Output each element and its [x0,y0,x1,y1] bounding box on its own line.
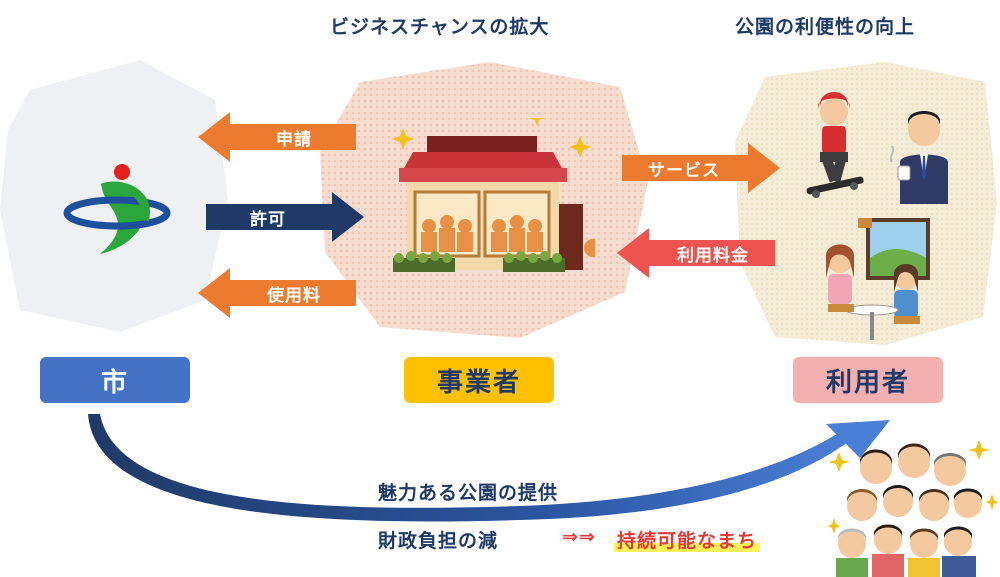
value-flow-arrow [88,414,890,522]
heading-park-convenience: 公園の利便性の向上 [735,16,916,38]
city-logo-icon [63,164,171,254]
role-user: 利用者 [793,357,943,403]
implies-arrows: ⇒⇒ [562,526,596,548]
heading-business-chance: ビジネスチャンスの拡大 [330,16,550,38]
attractive-park-text: 魅力ある公園の提供 [378,482,559,504]
arrow-label-application: 申請 [276,129,312,150]
arrow-application [198,112,356,162]
shop-illustration [392,118,595,272]
arrow-service [622,143,780,193]
arrow-label-permission: 許可 [250,209,286,230]
sustainable-city-text: 持続可能なまち [614,526,761,553]
role-operator: 事業者 [404,357,554,403]
businessman-illustration [889,111,948,204]
arrow-permission [206,192,364,242]
cheering-crowd-illustration [828,440,998,577]
financial-burden-text: 財政負担の減 [378,530,499,552]
cafe-couple-illustration [825,218,930,340]
arrow-usage-fee [198,268,356,318]
arrow-label-service: サービス [648,160,720,181]
sustainable-city-highlight: 持続可能なまち [614,530,761,552]
role-city: 市 [40,357,190,403]
arrow-label-usage-fee: 使用料 [267,285,321,306]
skateboarder-illustration [806,92,864,198]
arrow-user-fee [617,228,775,278]
arrow-label-user-fee: 利用料金 [677,245,749,266]
